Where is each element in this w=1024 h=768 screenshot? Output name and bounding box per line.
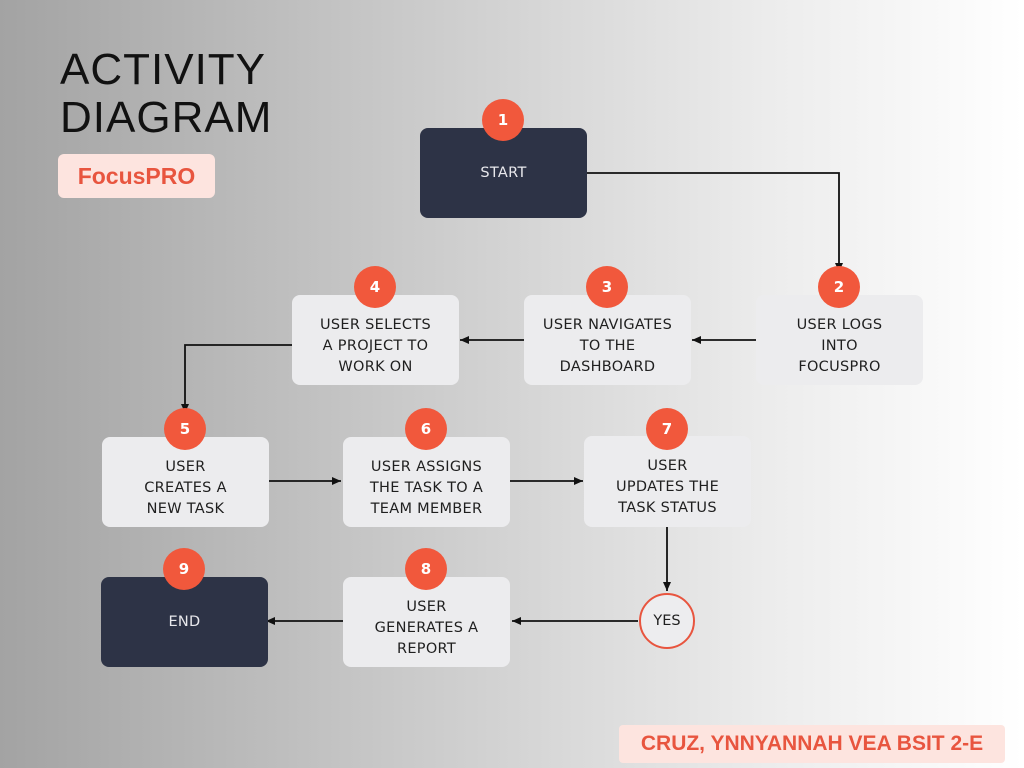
- diagram-title-line-1: ACTIVITY: [60, 45, 267, 94]
- activity-node-label: USER SELECTS A PROJECT TO WORK ON: [319, 316, 432, 375]
- diagram-title-line-2: DIAGRAM: [60, 93, 273, 142]
- activity-node-generate-report: USER GENERATES A REPORT: [343, 577, 510, 667]
- step-number-badge-3: 3: [586, 266, 628, 308]
- end-node-label: END: [168, 613, 201, 630]
- activity-node-label: USER GENERATES A REPORT: [374, 598, 479, 657]
- arrow-select-project-to-create-task: [181, 344, 292, 413]
- decision-node-yes: YES: [639, 593, 695, 649]
- end-node: END: [101, 577, 268, 667]
- start-node-label: START: [480, 164, 527, 181]
- activity-node-label: USER NAVIGATES TO THE DASHBOARD: [542, 316, 673, 375]
- step-number-badge-2: 2: [818, 266, 860, 308]
- activity-node-label: USER ASSIGNS THE TASK TO A TEAM MEMBER: [369, 458, 484, 517]
- step-number-badge-1: 1: [482, 99, 524, 141]
- activity-node-label: USER LOGS INTO FOCUSPRO: [796, 316, 883, 375]
- step-number-badge-8: 8: [405, 548, 447, 590]
- step-number-badge-9: 9: [163, 548, 205, 590]
- activity-node-label: USER CREATES A NEW TASK: [144, 458, 227, 517]
- activity-node-label: USER UPDATES THE TASK STATUS: [615, 458, 720, 516]
- app-name-label: FocusPRO: [58, 154, 215, 198]
- activity-node-select-project: USER SELECTS A PROJECT TO WORK ON: [292, 295, 459, 385]
- activity-node-dashboard: USER NAVIGATES TO THE DASHBOARD: [524, 295, 691, 385]
- step-number-badge-5: 5: [164, 408, 206, 450]
- activity-node-assign-task: USER ASSIGNS THE TASK TO A TEAM MEMBER: [343, 437, 510, 527]
- step-number-badge-6: 6: [405, 408, 447, 450]
- decision-label: YES: [653, 613, 681, 629]
- activity-node-update-status: USER UPDATES THE TASK STATUS: [584, 436, 751, 527]
- activity-node-login: USER LOGS INTO FOCUSPRO: [756, 295, 923, 385]
- step-number-badge-4: 4: [354, 266, 396, 308]
- step-number-badge-7: 7: [646, 408, 688, 450]
- start-node: START: [420, 128, 587, 218]
- author-label: CRUZ, YNNYANNAH VEA BSIT 2-E: [619, 725, 1005, 763]
- activity-node-create-task: USER CREATES A NEW TASK: [102, 437, 269, 527]
- arrow-start-to-login: [587, 172, 843, 272]
